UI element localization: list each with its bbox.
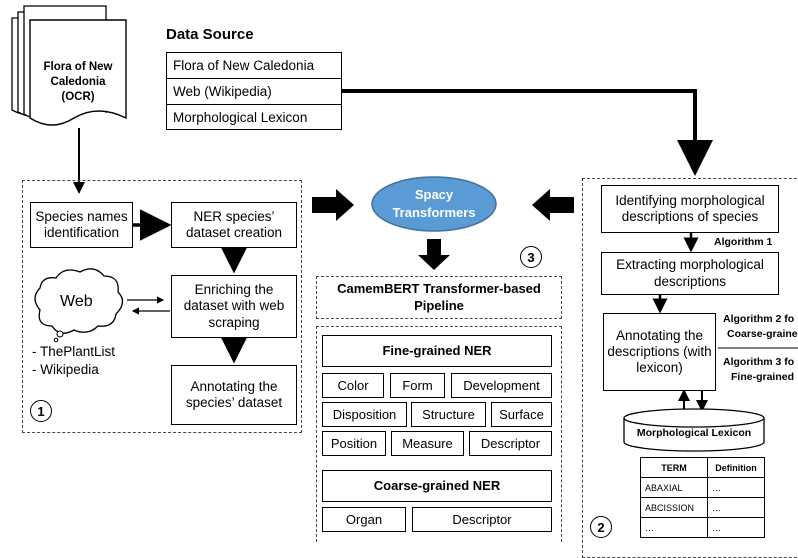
section-2-number: 2 — [590, 516, 612, 538]
coarse-tag: Descriptor — [412, 507, 552, 532]
lexicon-table: TERM Definition ABAXIAL … ABCISSION … … … — [640, 457, 765, 538]
table-row: ABCISSION … — [640, 497, 765, 518]
data-source-item: Web (Wikipedia) — [167, 79, 341, 105]
lexicon-header-term: TERM — [640, 457, 708, 478]
algorithm-2-label: Algorithm 2 fo — [723, 313, 795, 325]
table-row: … … — [640, 517, 765, 538]
fine-grained-title: Fine-grained NER — [322, 335, 552, 367]
ner-frame — [316, 326, 562, 542]
fine-tag: Disposition — [322, 402, 407, 427]
section-3-number: 3 — [520, 246, 542, 268]
extracting-box: Extracting morphological descriptions — [601, 252, 779, 295]
lexicon-header-definition: Definition — [707, 457, 765, 478]
lexicon-database-icon — [623, 408, 765, 452]
table-row: ABAXIAL … — [640, 477, 765, 498]
lexicon-cell: … — [707, 517, 765, 538]
lexicon-cell: ABCISSION — [640, 497, 708, 518]
web-cloud-icon — [34, 268, 124, 343]
enriching-box: Enriching the dataset with web scraping — [171, 275, 297, 338]
document-label: Flora of New Caledonia (OCR) — [43, 61, 113, 103]
fine-tag: Surface — [491, 402, 552, 427]
connectors-layer — [11, 5, 798, 452]
left-block-arrow — [312, 189, 354, 221]
section-1-frame — [22, 180, 302, 433]
data-source-item: Morphological Lexicon — [173, 110, 308, 125]
data-source-title: Data Source — [166, 26, 254, 43]
ner-dataset-box: NER species’ dataset creation — [171, 202, 297, 248]
datasource-to-identifying-arrow — [342, 89, 713, 176]
section-1-number: 1 — [30, 400, 52, 422]
web-source-item: - ThePlantList — [32, 344, 116, 359]
lexicon-cell: … — [707, 497, 765, 518]
lexicon-cell: ABAXIAL — [640, 477, 708, 498]
fine-tag: Structure — [411, 402, 486, 427]
fine-tag: Position — [322, 431, 386, 456]
web-source-item: - Wikipedia — [32, 362, 99, 377]
spacy-label: Spacy Transformers — [392, 187, 476, 220]
coarse-tag: Organ — [322, 507, 406, 532]
fine-tag: Form — [390, 373, 445, 398]
web-cloud-label: Web — [60, 293, 93, 310]
fine-tag: Measure — [391, 431, 464, 456]
fine-tag: Development — [451, 373, 552, 398]
data-source-list: Flora of New Caledonia Web (Wikipedia) M… — [166, 52, 342, 130]
lexicon-cell: … — [707, 477, 765, 498]
species-names-box: Species names identification — [30, 202, 133, 248]
identifying-box: Identifying morphological descriptions o… — [601, 185, 779, 233]
coarse-grained-title: Coarse-grained NER — [322, 470, 552, 502]
right-block-arrow — [532, 189, 574, 221]
algorithm-2-label-cont: Coarse-graine — [727, 328, 798, 340]
data-source-item: Flora of New Caledonia — [167, 53, 341, 79]
camembert-box: CamemBERT Transformer-based Pipeline — [316, 276, 562, 319]
fine-tag: Descriptor — [469, 431, 552, 456]
lexicon-cell: … — [640, 517, 708, 538]
algorithm-3-label-cont: Fine-grained — [731, 371, 795, 383]
algorithm-3-label: Algorithm 3 fo — [723, 356, 795, 368]
spacy-ellipse — [371, 176, 497, 232]
annotating-dataset-box: Annotating the species’ dataset — [171, 365, 297, 425]
document-stack-icon — [11, 5, 127, 126]
lexicon-db-label: Morphological Lexicon — [636, 427, 752, 439]
pipeline-diagram: Flora of New Caledonia (OCR) Data Source… — [11, 5, 798, 558]
down-block-arrow — [418, 239, 450, 270]
algorithm-1-label: Algorithm 1 — [714, 236, 773, 248]
fine-tag: Color — [322, 373, 384, 398]
annotating-descriptions-box: Annotating the descriptions (with lexico… — [603, 313, 716, 391]
